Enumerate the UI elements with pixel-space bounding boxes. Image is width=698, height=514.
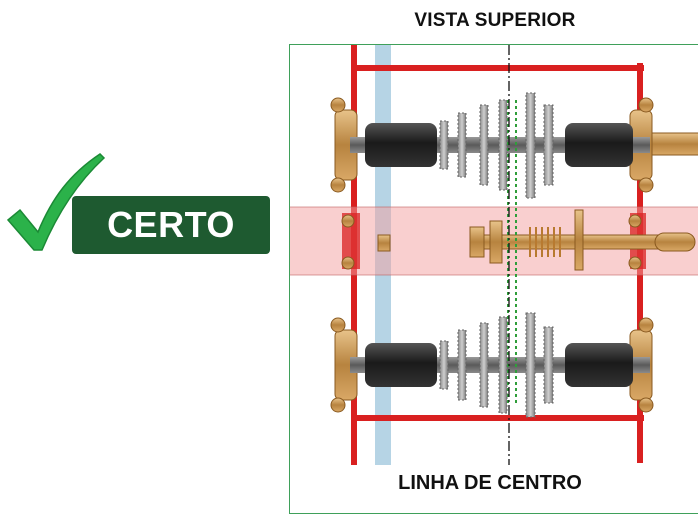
- centerline-caption: LINHA DE CENTRO: [290, 470, 690, 496]
- upper-shaft-assembly: [330, 92, 698, 199]
- frame-bottom-bar: [352, 415, 644, 421]
- top-view-diagram-frame: [289, 44, 698, 514]
- lower-shaft-assembly: [330, 312, 654, 418]
- chain-green: [507, 100, 517, 405]
- frame-top-bar: [352, 65, 644, 71]
- mechanism-top-view-illustration: [290, 45, 698, 465]
- middle-tie-bar: [290, 206, 698, 276]
- certo-badge: CERTO: [72, 196, 270, 254]
- checkmark-icon: [4, 150, 114, 260]
- diagram-title: VISTA SUPERIOR: [414, 10, 576, 31]
